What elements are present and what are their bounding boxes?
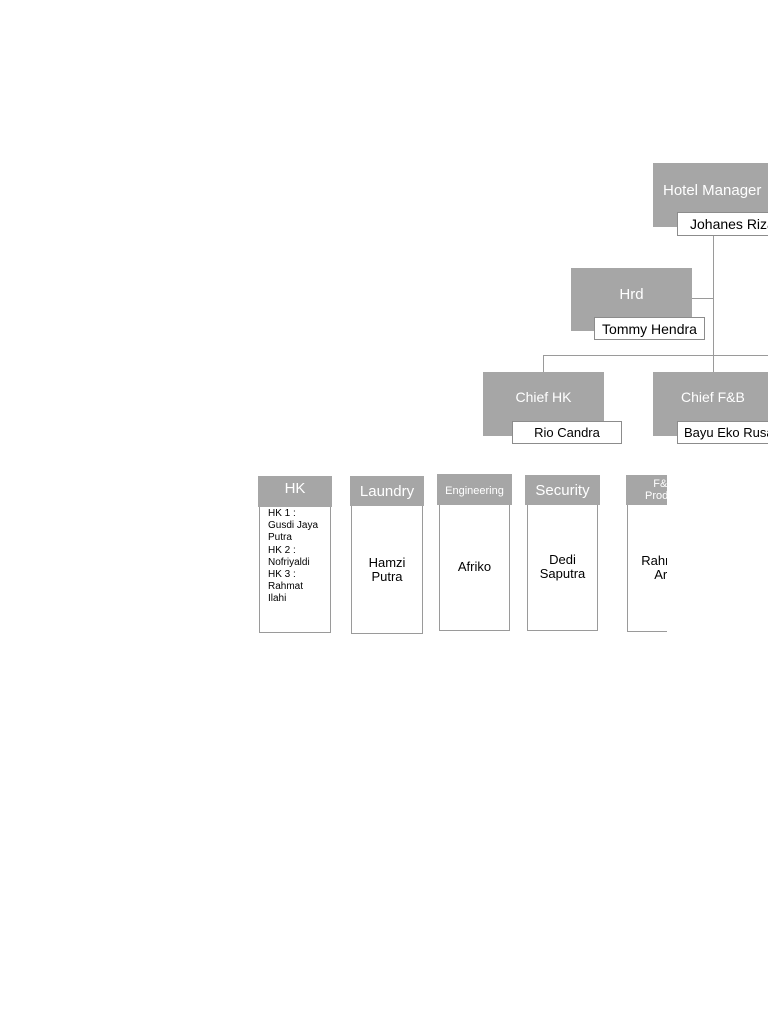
- engineering-title: Engineering: [445, 484, 504, 497]
- security-name-line2: Saputra: [539, 566, 586, 581]
- hk-staff-list: HK 1 : Gusdi Jaya Putra HK 2 : Nofriyald…: [268, 508, 328, 606]
- list-item: Gusdi Jaya: [268, 520, 319, 532]
- laundry-title: Laundry: [359, 482, 415, 500]
- chief-fb-name: Bayu Eko Rusa: [684, 425, 768, 440]
- fb-product-title-line1: F&B: [653, 478, 667, 490]
- fb-product-name-line2: Arif: [654, 566, 667, 582]
- laundry-body: Hamzi Putra: [351, 505, 423, 634]
- engineering-header: Engineering: [437, 474, 512, 505]
- fb-product-header: F&B Product: [626, 475, 667, 505]
- laundry-name-line1: Hamzi: [368, 554, 406, 570]
- chief-fb-title: Chief F&B: [681, 389, 745, 405]
- hk-title: HK: [284, 480, 306, 497]
- hrd-name-box: Tommy Hendra: [594, 317, 705, 340]
- chief-hk-name: Rio Candra: [534, 425, 600, 440]
- list-item: HK 2 :: [268, 544, 296, 556]
- fb-product-clip: Rahmat Arif F&B Product: [626, 470, 667, 640]
- list-item: HK 3 :: [268, 569, 296, 581]
- connector-hrd: [692, 298, 714, 299]
- hotel-manager-title: Hotel Manager: [663, 181, 762, 199]
- security-body: Dedi Saputra: [527, 503, 598, 631]
- connector-main-vertical: [713, 236, 714, 372]
- security-name-line1: Dedi: [549, 552, 576, 567]
- laundry-name-line2: Putra: [371, 568, 403, 584]
- list-item: Rahmat: [268, 581, 304, 593]
- hrd-title: Hrd: [619, 286, 644, 303]
- engineering-body: Afriko: [439, 503, 510, 631]
- fb-product-title-line2: Product: [645, 490, 667, 502]
- fb-product-name-line1: Rahmat: [641, 552, 667, 568]
- hotel-manager-name: Johanes Riza: [690, 216, 768, 232]
- chief-hk-name-box: Rio Candra: [512, 421, 622, 444]
- list-item: Putra: [268, 532, 292, 544]
- connector-chief-hk: [543, 355, 544, 372]
- chief-hk-title: Chief HK: [515, 389, 572, 405]
- connector-chiefs-horizontal: [543, 355, 768, 356]
- list-item: Nofriyaldi: [268, 556, 310, 568]
- laundry-header: Laundry: [350, 476, 424, 506]
- security-title: Security: [535, 481, 590, 499]
- engineering-name: Afriko: [457, 559, 492, 574]
- hk-header: HK: [258, 476, 332, 507]
- chief-fb-name-box: Bayu Eko Rusa: [677, 421, 768, 444]
- hotel-manager-name-box: Johanes Riza: [677, 212, 768, 236]
- hrd-name: Tommy Hendra: [602, 320, 697, 337]
- security-header: Security: [525, 475, 600, 505]
- list-item: Ilahi: [268, 593, 287, 605]
- list-item: HK 1 :: [268, 508, 296, 519]
- fb-product-body: Rahmat Arif: [627, 503, 667, 632]
